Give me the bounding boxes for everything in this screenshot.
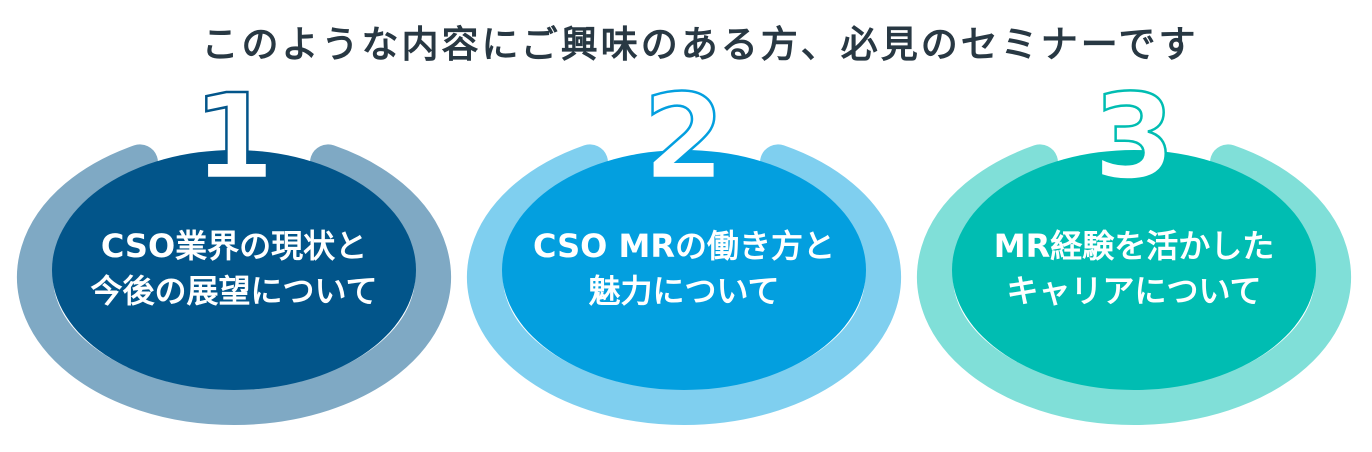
card-text-line: 今後の展望について bbox=[90, 272, 377, 310]
card-text-line: キャリアについて bbox=[1006, 272, 1261, 310]
card-text-line: CSO MRの働き方と bbox=[533, 227, 835, 265]
card-number: 1 bbox=[193, 68, 275, 206]
card-ellipse bbox=[502, 150, 866, 390]
card-ring bbox=[917, 144, 1351, 425]
card-ellipse bbox=[952, 150, 1316, 390]
card-text-line: 魅力について bbox=[588, 272, 779, 310]
page-title: このような内容にご興味のある方、必見のセミナーです bbox=[201, 23, 1199, 66]
card-ring bbox=[17, 144, 451, 425]
card-text-line: MR経験を活かした bbox=[994, 227, 1275, 265]
card-number: 2 bbox=[643, 68, 725, 206]
card-ellipse bbox=[52, 150, 416, 390]
card-text-line: CSO業界の現状と bbox=[101, 227, 367, 265]
card-ring bbox=[467, 144, 901, 425]
card-number: 3 bbox=[1093, 68, 1175, 206]
